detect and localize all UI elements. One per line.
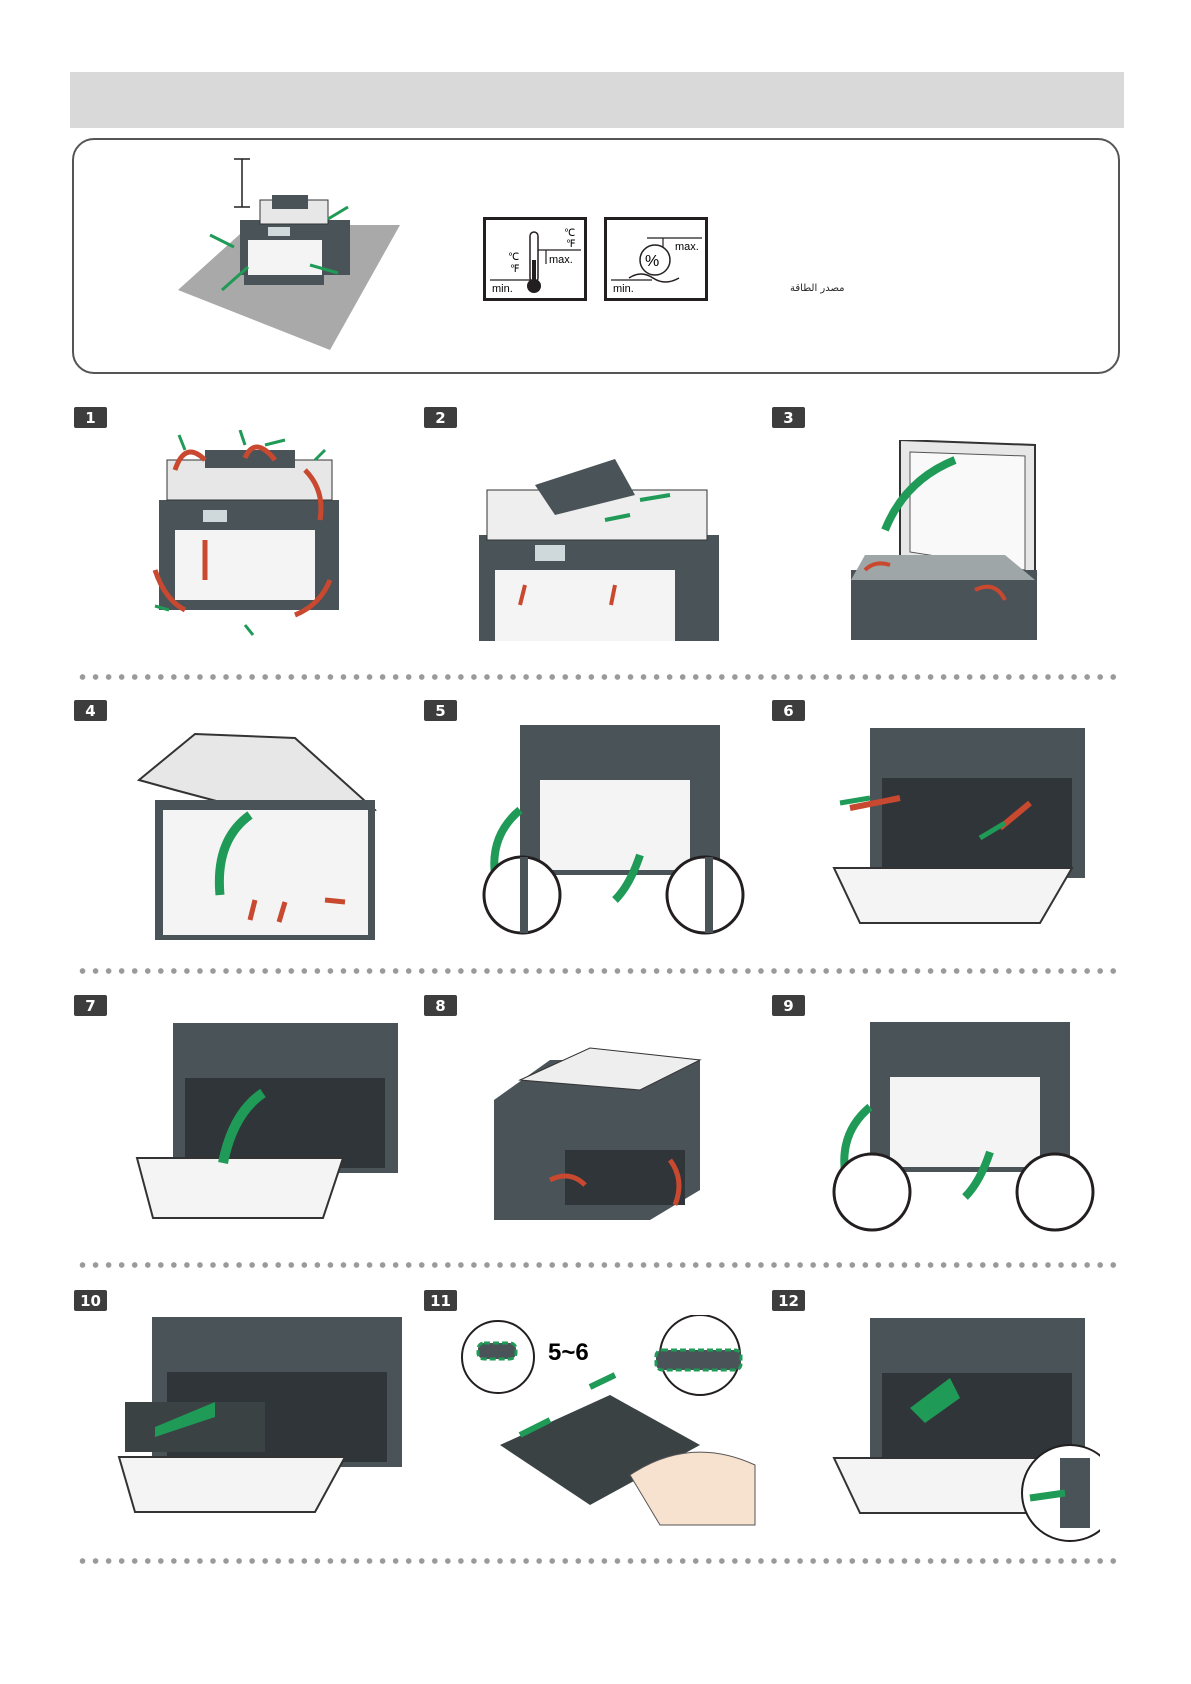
step-9-close-cover-illustration <box>830 1022 1100 1232</box>
divider-row-1 <box>76 674 1120 680</box>
humidity-min-label: min. <box>613 283 634 295</box>
step-6-remove-toner-tapes-illustration <box>830 728 1100 928</box>
step-2-open-adf-tray-illustration <box>475 455 725 641</box>
fahrenheit-top-label: ℉ <box>566 239 576 250</box>
step-badge-4: 4 <box>74 700 107 721</box>
temperature-range-icon: ℃ ℉ max. ℃ ℉ min. <box>483 217 587 301</box>
fahrenheit-bottom-label: ℉ <box>510 264 520 275</box>
step-badge-1: 1 <box>74 407 107 428</box>
step-11-shake-toner-illustration: 5~6 <box>460 1315 760 1530</box>
printer-clearance-illustration <box>170 155 410 355</box>
step-badge-6: 6 <box>772 700 805 721</box>
step-12-close-front-cover-illustration <box>830 1318 1100 1543</box>
humidity-percent-label: % <box>645 253 659 270</box>
power-source-label: مصدر الطاقة <box>790 283 845 294</box>
step-badge-2: 2 <box>424 407 457 428</box>
step-badge-11: 11 <box>424 1290 457 1311</box>
step-badge-3: 3 <box>772 407 805 428</box>
step-10-insert-toner-illustration <box>115 1317 405 1517</box>
temperature-max-label: max. <box>549 254 573 266</box>
shake-count-label: 5~6 <box>548 1339 589 1366</box>
step-badge-9: 9 <box>772 995 805 1016</box>
step-1-remove-tape-illustration <box>145 430 360 640</box>
divider-row-2 <box>76 968 1120 974</box>
step-5-release-cover-illustration <box>480 725 750 935</box>
header-bar <box>70 72 1124 128</box>
step-3-open-scanner-lid-illustration <box>845 440 1045 640</box>
temperature-min-label: min. <box>492 283 513 295</box>
step-badge-7: 7 <box>74 995 107 1016</box>
step-badge-8: 8 <box>424 995 457 1016</box>
humidity-range-icon: max. % min. <box>604 217 708 301</box>
divider-row-4 <box>76 1558 1120 1564</box>
step-badge-12: 12 <box>772 1290 805 1311</box>
step-8-rear-cover-tapes-illustration <box>490 1040 715 1220</box>
humidity-max-label: max. <box>675 241 699 253</box>
divider-row-3 <box>76 1262 1120 1268</box>
step-7-remove-toner-illustration <box>133 1023 403 1223</box>
celsius-bottom-label: ℃ <box>508 252 519 263</box>
step-badge-10: 10 <box>74 1290 107 1311</box>
step-4-open-scanner-unit-illustration <box>135 730 385 940</box>
celsius-top-label: ℃ <box>564 228 575 239</box>
step-badge-5: 5 <box>424 700 457 721</box>
